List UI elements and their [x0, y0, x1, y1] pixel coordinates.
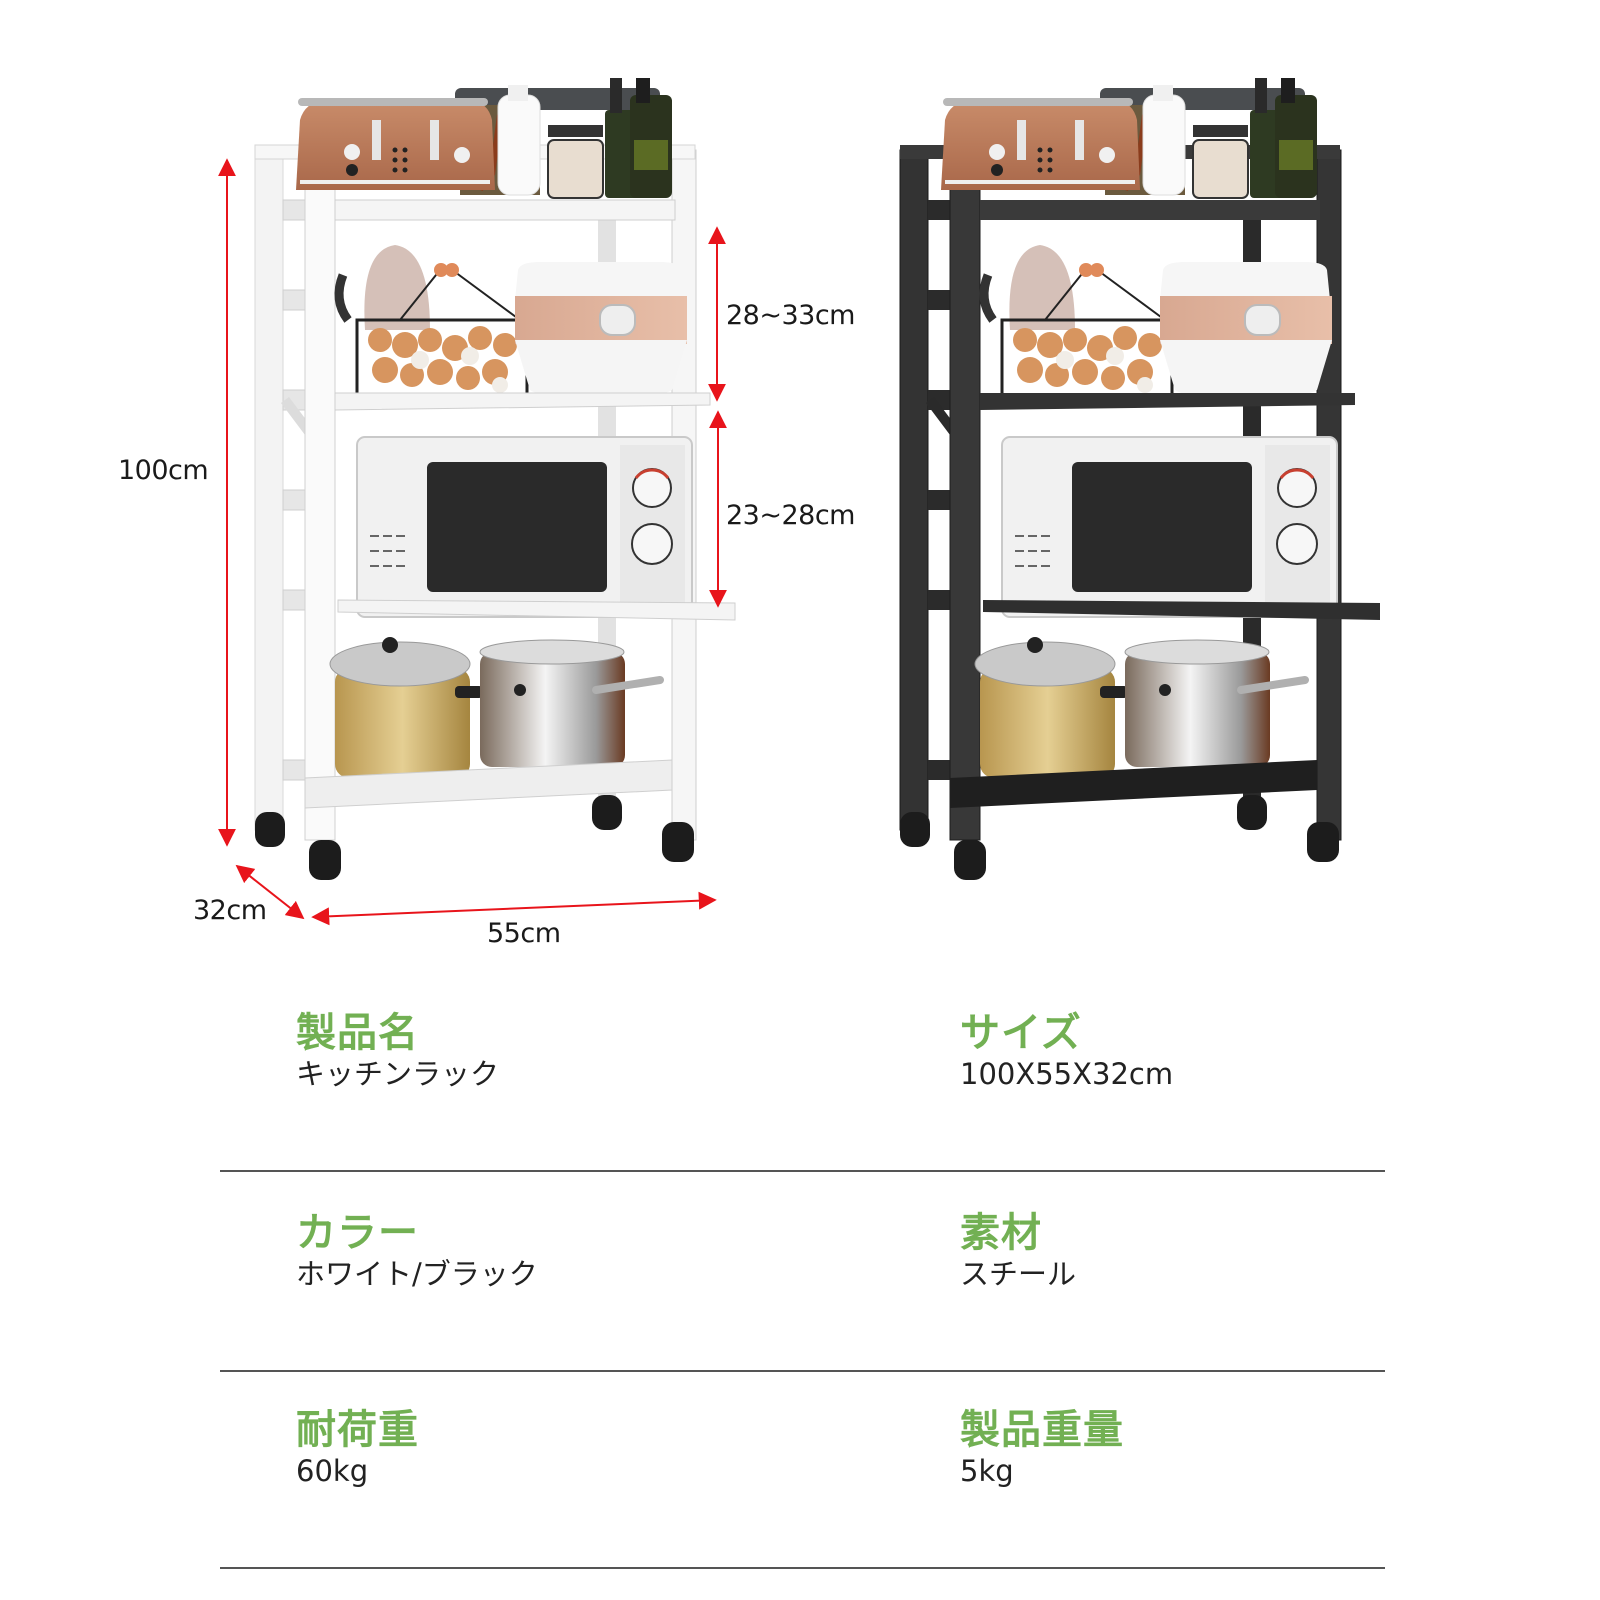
- spec-value: 5kg: [960, 1454, 1014, 1488]
- spec-value: キッチンラック: [296, 1057, 500, 1091]
- upper-gap-label: 28~33cm: [726, 300, 855, 331]
- height-label: 100cm: [118, 455, 209, 486]
- rack-drawings: [218, 0, 1380, 926]
- depth-label: 32cm: [193, 895, 267, 926]
- spec-value: ホワイト/ブラック: [296, 1257, 538, 1291]
- spec-material: 素材 スチール: [960, 1210, 1076, 1292]
- spec-value: 100X55X32cm: [960, 1057, 1174, 1091]
- spec-row: 耐荷重 60kg 製品重量 5kg: [220, 1407, 1385, 1569]
- spec-label: 耐荷重: [296, 1407, 419, 1453]
- spec-row: 製品名 キッチンラック サイズ 100X55X32cm: [220, 1010, 1385, 1172]
- spec-color: カラー ホワイト/ブラック: [296, 1210, 538, 1292]
- spec-product-weight: 製品重量 5kg: [960, 1407, 1124, 1489]
- spec-label: 素材: [960, 1210, 1042, 1256]
- spec-value: スチール: [960, 1257, 1077, 1291]
- spec-size: サイズ 100X55X32cm: [960, 1010, 1173, 1092]
- black-rack: [899, 78, 1380, 880]
- width-dimension-arrow: [311, 891, 717, 926]
- spec-value: 60kg: [296, 1454, 369, 1488]
- dimension-lines: [218, 158, 727, 926]
- spec-label: サイズ: [960, 1010, 1082, 1056]
- middle-gap-label: 23~28cm: [726, 500, 855, 531]
- spec-row: カラー ホワイト/ブラック 素材 スチール: [220, 1210, 1385, 1372]
- spec-product-name: 製品名 キッチンラック: [296, 1010, 499, 1092]
- white-rack: [254, 78, 736, 880]
- spec-table: 製品名 キッチンラック サイズ 100X55X32cm カラー ホワイト/ブラッ…: [0, 960, 1600, 1600]
- product-illustration: 100cm 28~33cm 23~28cm 32cm 55cm: [118, 0, 1380, 949]
- spec-label: 製品重量: [960, 1407, 1124, 1453]
- depth-dimension-arrow: [235, 864, 305, 920]
- spec-label: カラー: [296, 1210, 419, 1256]
- spec-label: 製品名: [296, 1010, 419, 1056]
- spec-load-capacity: 耐荷重 60kg: [296, 1407, 419, 1489]
- width-label: 55cm: [487, 918, 561, 949]
